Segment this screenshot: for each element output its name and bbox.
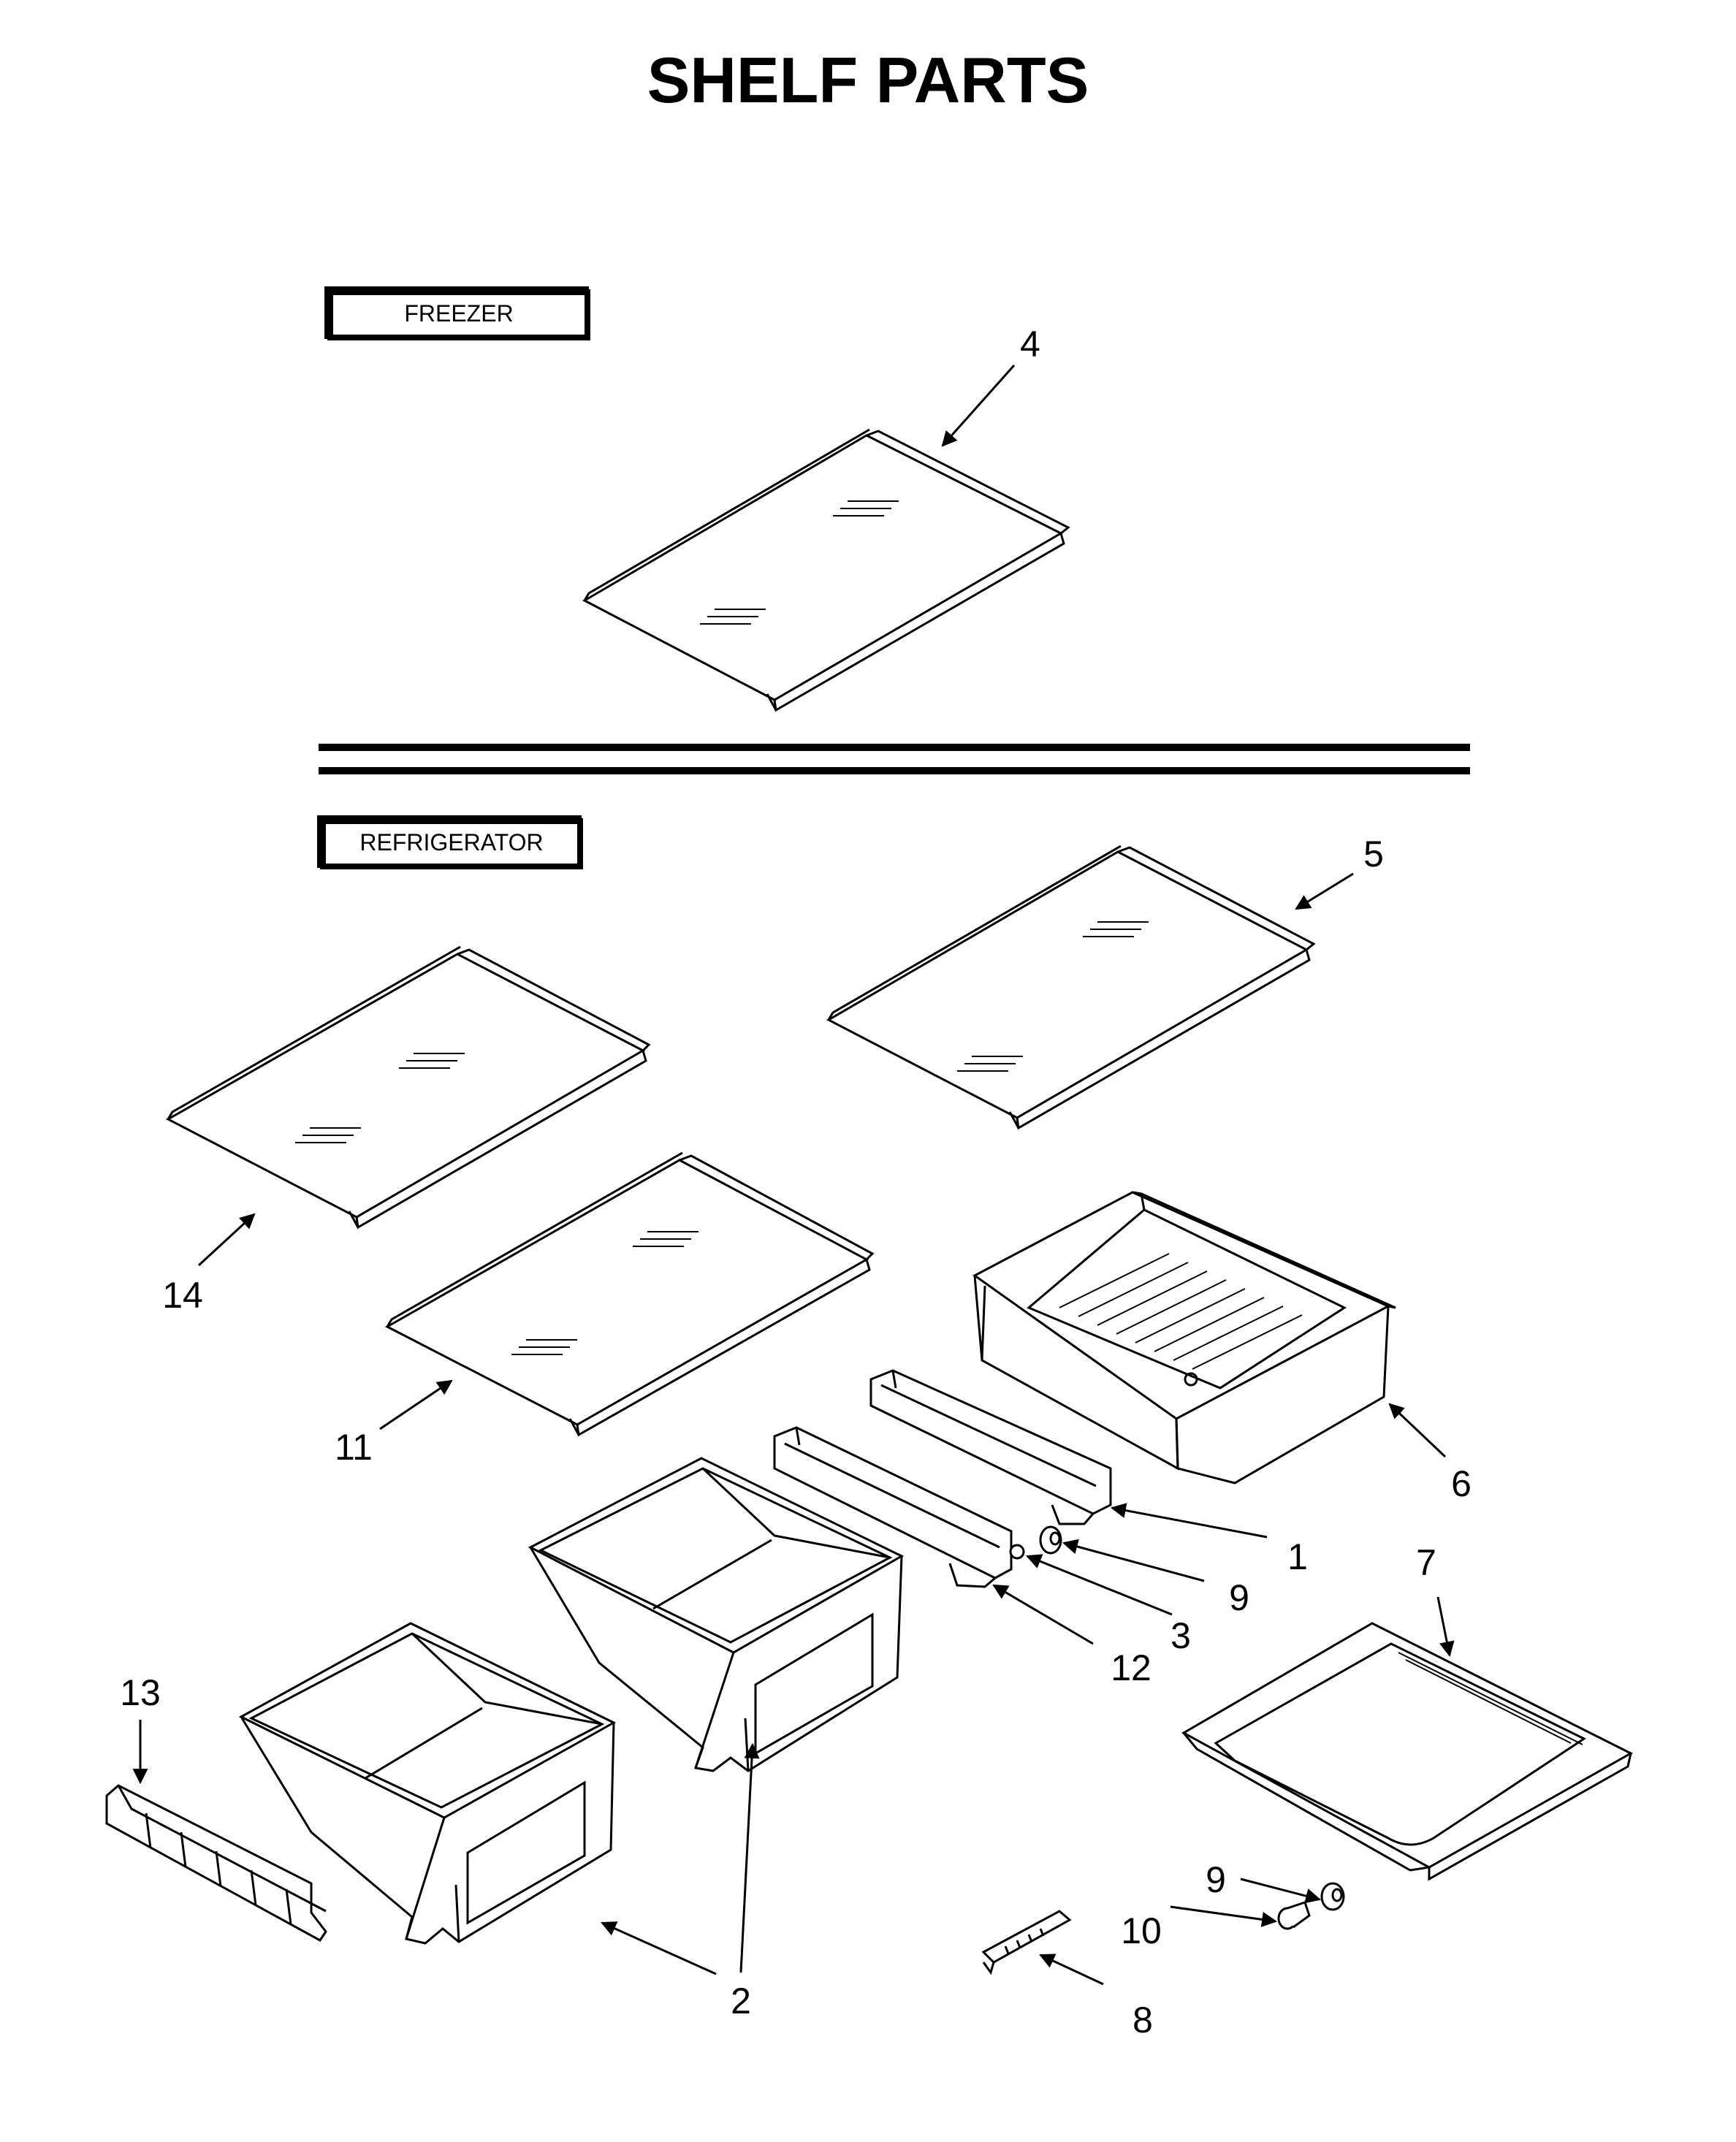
callout-12: 12 — [1111, 1647, 1151, 1688]
part-9-washer-upper — [1039, 1525, 1062, 1555]
callout-1: 1 — [1287, 1536, 1308, 1577]
callout-2: 2 — [731, 1981, 751, 2021]
callout-4: 4 — [1020, 324, 1040, 365]
part-2-crisper-drawer-back — [528, 1457, 905, 1772]
freezer-section-label: FREEZER — [324, 286, 590, 340]
part-13-crisper-rail — [105, 1784, 327, 1942]
refrigerator-label-text: REFRIGERATOR — [359, 829, 543, 855]
part-9-washer-lower — [1320, 1882, 1345, 1911]
callout-9-lower: 9 — [1206, 1859, 1226, 1900]
leader-arrows — [132, 365, 1455, 1986]
part-8-clip — [981, 1910, 1072, 1975]
part-5-refrigerator-glass-shelf — [826, 845, 1316, 1130]
callout-7: 7 — [1416, 1542, 1436, 1583]
callout-5: 5 — [1363, 834, 1384, 874]
callout-14: 14 — [162, 1275, 203, 1316]
part-11-glass-shelf — [384, 1151, 875, 1437]
part-2-crisper-drawer-front — [238, 1622, 617, 1945]
callout-8: 8 — [1132, 2000, 1153, 2040]
page-title: SHELF PARTS — [647, 44, 1089, 116]
callout-6: 6 — [1451, 1463, 1472, 1504]
callout-3: 3 — [1170, 1615, 1191, 1656]
part-3-screw — [1009, 1544, 1025, 1560]
part-14-glass-shelf — [165, 945, 651, 1230]
callout-11: 11 — [335, 1427, 373, 1468]
callout-13: 13 — [120, 1672, 161, 1713]
section-divider — [319, 744, 1470, 774]
part-7-shelf-frame — [1181, 1622, 1634, 1881]
freezer-label-text: FREEZER — [404, 300, 513, 327]
callout-10: 10 — [1121, 1910, 1162, 1951]
part-4-freezer-glass-shelf — [582, 428, 1070, 712]
part-10-pin — [1277, 1901, 1311, 1930]
part-12-pan-rail — [773, 1426, 1013, 1588]
part-6-deli-pan — [972, 1191, 1396, 1484]
callout-9-upper: 9 — [1229, 1577, 1249, 1618]
refrigerator-section-label: REFRIGERATOR — [317, 815, 583, 869]
